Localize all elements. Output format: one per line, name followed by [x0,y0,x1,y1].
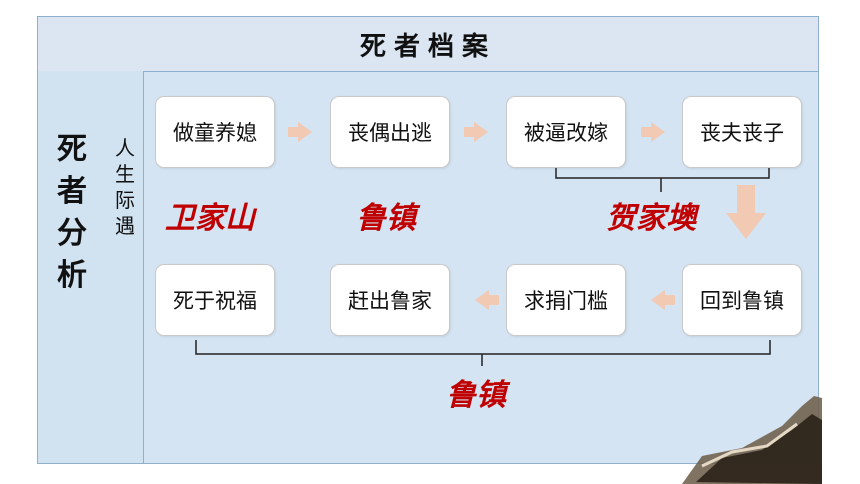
analysis-label: 死者分析 [57,132,87,293]
place-luzhen-1: 鲁镇 [356,201,416,236]
event-box-expelled-from-lu: 赶出鲁家 [330,264,450,336]
arrow-down-icon [726,185,766,239]
analysis-column: 死者分析 [38,71,108,463]
bracket-bottom [195,340,771,366]
panel-title: 死者档案 [38,17,818,72]
arrow-right-icon [288,122,312,142]
event-box-widowed-flee: 丧偶出逃 [330,96,450,168]
arrow-right-icon [641,122,665,142]
life-events-column: 人生际遇 [107,71,144,463]
event-box-donate-threshold: 求捐门槛 [506,264,626,336]
bracket-top-right [555,168,770,192]
arrow-left-icon [651,290,675,310]
place-weijiashan: 卫家山 [165,201,255,236]
place-hejiaao: 贺家墺 [606,201,696,236]
decorative-brush-image [672,386,822,484]
dossier-panel: 死者档案 死者分析 人生际遇 [37,16,819,464]
place-luzhen-2: 鲁镇 [446,378,506,413]
arrow-left-icon [475,290,499,310]
event-box-forced-remarry: 被逼改嫁 [506,96,626,168]
event-box-lose-husband-son: 丧夫丧子 [682,96,802,168]
event-box-child-bride: 做童养媳 [155,96,275,168]
arrow-right-icon [464,122,488,142]
event-box-return-luzhen: 回到鲁镇 [682,264,802,336]
life-events-label: 人生际遇 [115,136,135,238]
event-box-die-at-blessing: 死于祝福 [155,264,275,336]
